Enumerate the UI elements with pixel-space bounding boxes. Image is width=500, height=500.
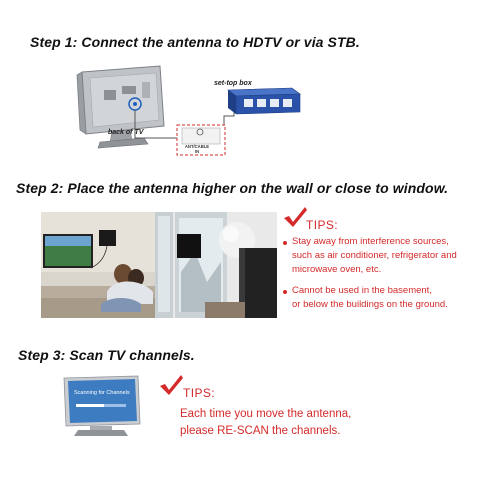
- antenna-icon: [177, 234, 201, 258]
- antenna-input-label: ANT/CABLE IN: [180, 144, 214, 154]
- tv-icon: Scanning for Channels: [62, 374, 142, 438]
- antenna-input-label-line1: ANT/CABLE: [184, 144, 210, 149]
- living-room-photo: [41, 212, 155, 318]
- tv-illustration: [63, 375, 141, 436]
- checkmark-icon: [284, 207, 307, 227]
- tip-item-1-line3: microwave oven, etc.: [292, 264, 382, 275]
- tip-item-1-line2: such as air conditioner, refrigerator an…: [292, 250, 457, 261]
- back-of-tv-label: back of TV: [108, 129, 144, 136]
- antenna-input-label-line2: IN: [194, 149, 200, 154]
- connection-diagram: [76, 65, 301, 156]
- tip-item-2-line2: or below the buildings on the ground.: [292, 299, 448, 310]
- tips3-text: Each time you move the antenna, please R…: [180, 406, 351, 440]
- checkmark-icon: [160, 375, 183, 395]
- stb-label: set-top box: [214, 80, 252, 87]
- tip-item-2-line1: Cannot be used in the basement,: [292, 285, 432, 296]
- tip-item-1: Stay away from interference sources, suc…: [292, 235, 457, 277]
- tip-bullet: [283, 290, 287, 294]
- step3-title: Step 3: Scan TV channels.: [18, 347, 195, 363]
- set-top-box-icon: [227, 87, 301, 115]
- tips3-line1: Each time you move the antenna,: [180, 408, 352, 420]
- step2-title: Step 2: Place the antenna higher on the …: [16, 180, 449, 196]
- tip-item-2: Cannot be used in the basement, or below…: [292, 284, 448, 312]
- tv-back-icon: [76, 65, 165, 149]
- step1-title: Step 1: Connect the antenna to HDTV or v…: [30, 34, 360, 50]
- tip-bullet: [283, 241, 287, 245]
- tips2-heading: TIPS:: [306, 218, 339, 232]
- antenna-icon: [99, 230, 116, 246]
- scan-screen-text: Scanning for Channels: [74, 390, 130, 396]
- tip-item-1-line1: Stay away from interference sources,: [292, 236, 449, 247]
- tips3-heading: TIPS:: [183, 386, 216, 400]
- tips3-line2: please RE-SCAN the channels.: [180, 425, 341, 437]
- window-photo: [155, 212, 277, 318]
